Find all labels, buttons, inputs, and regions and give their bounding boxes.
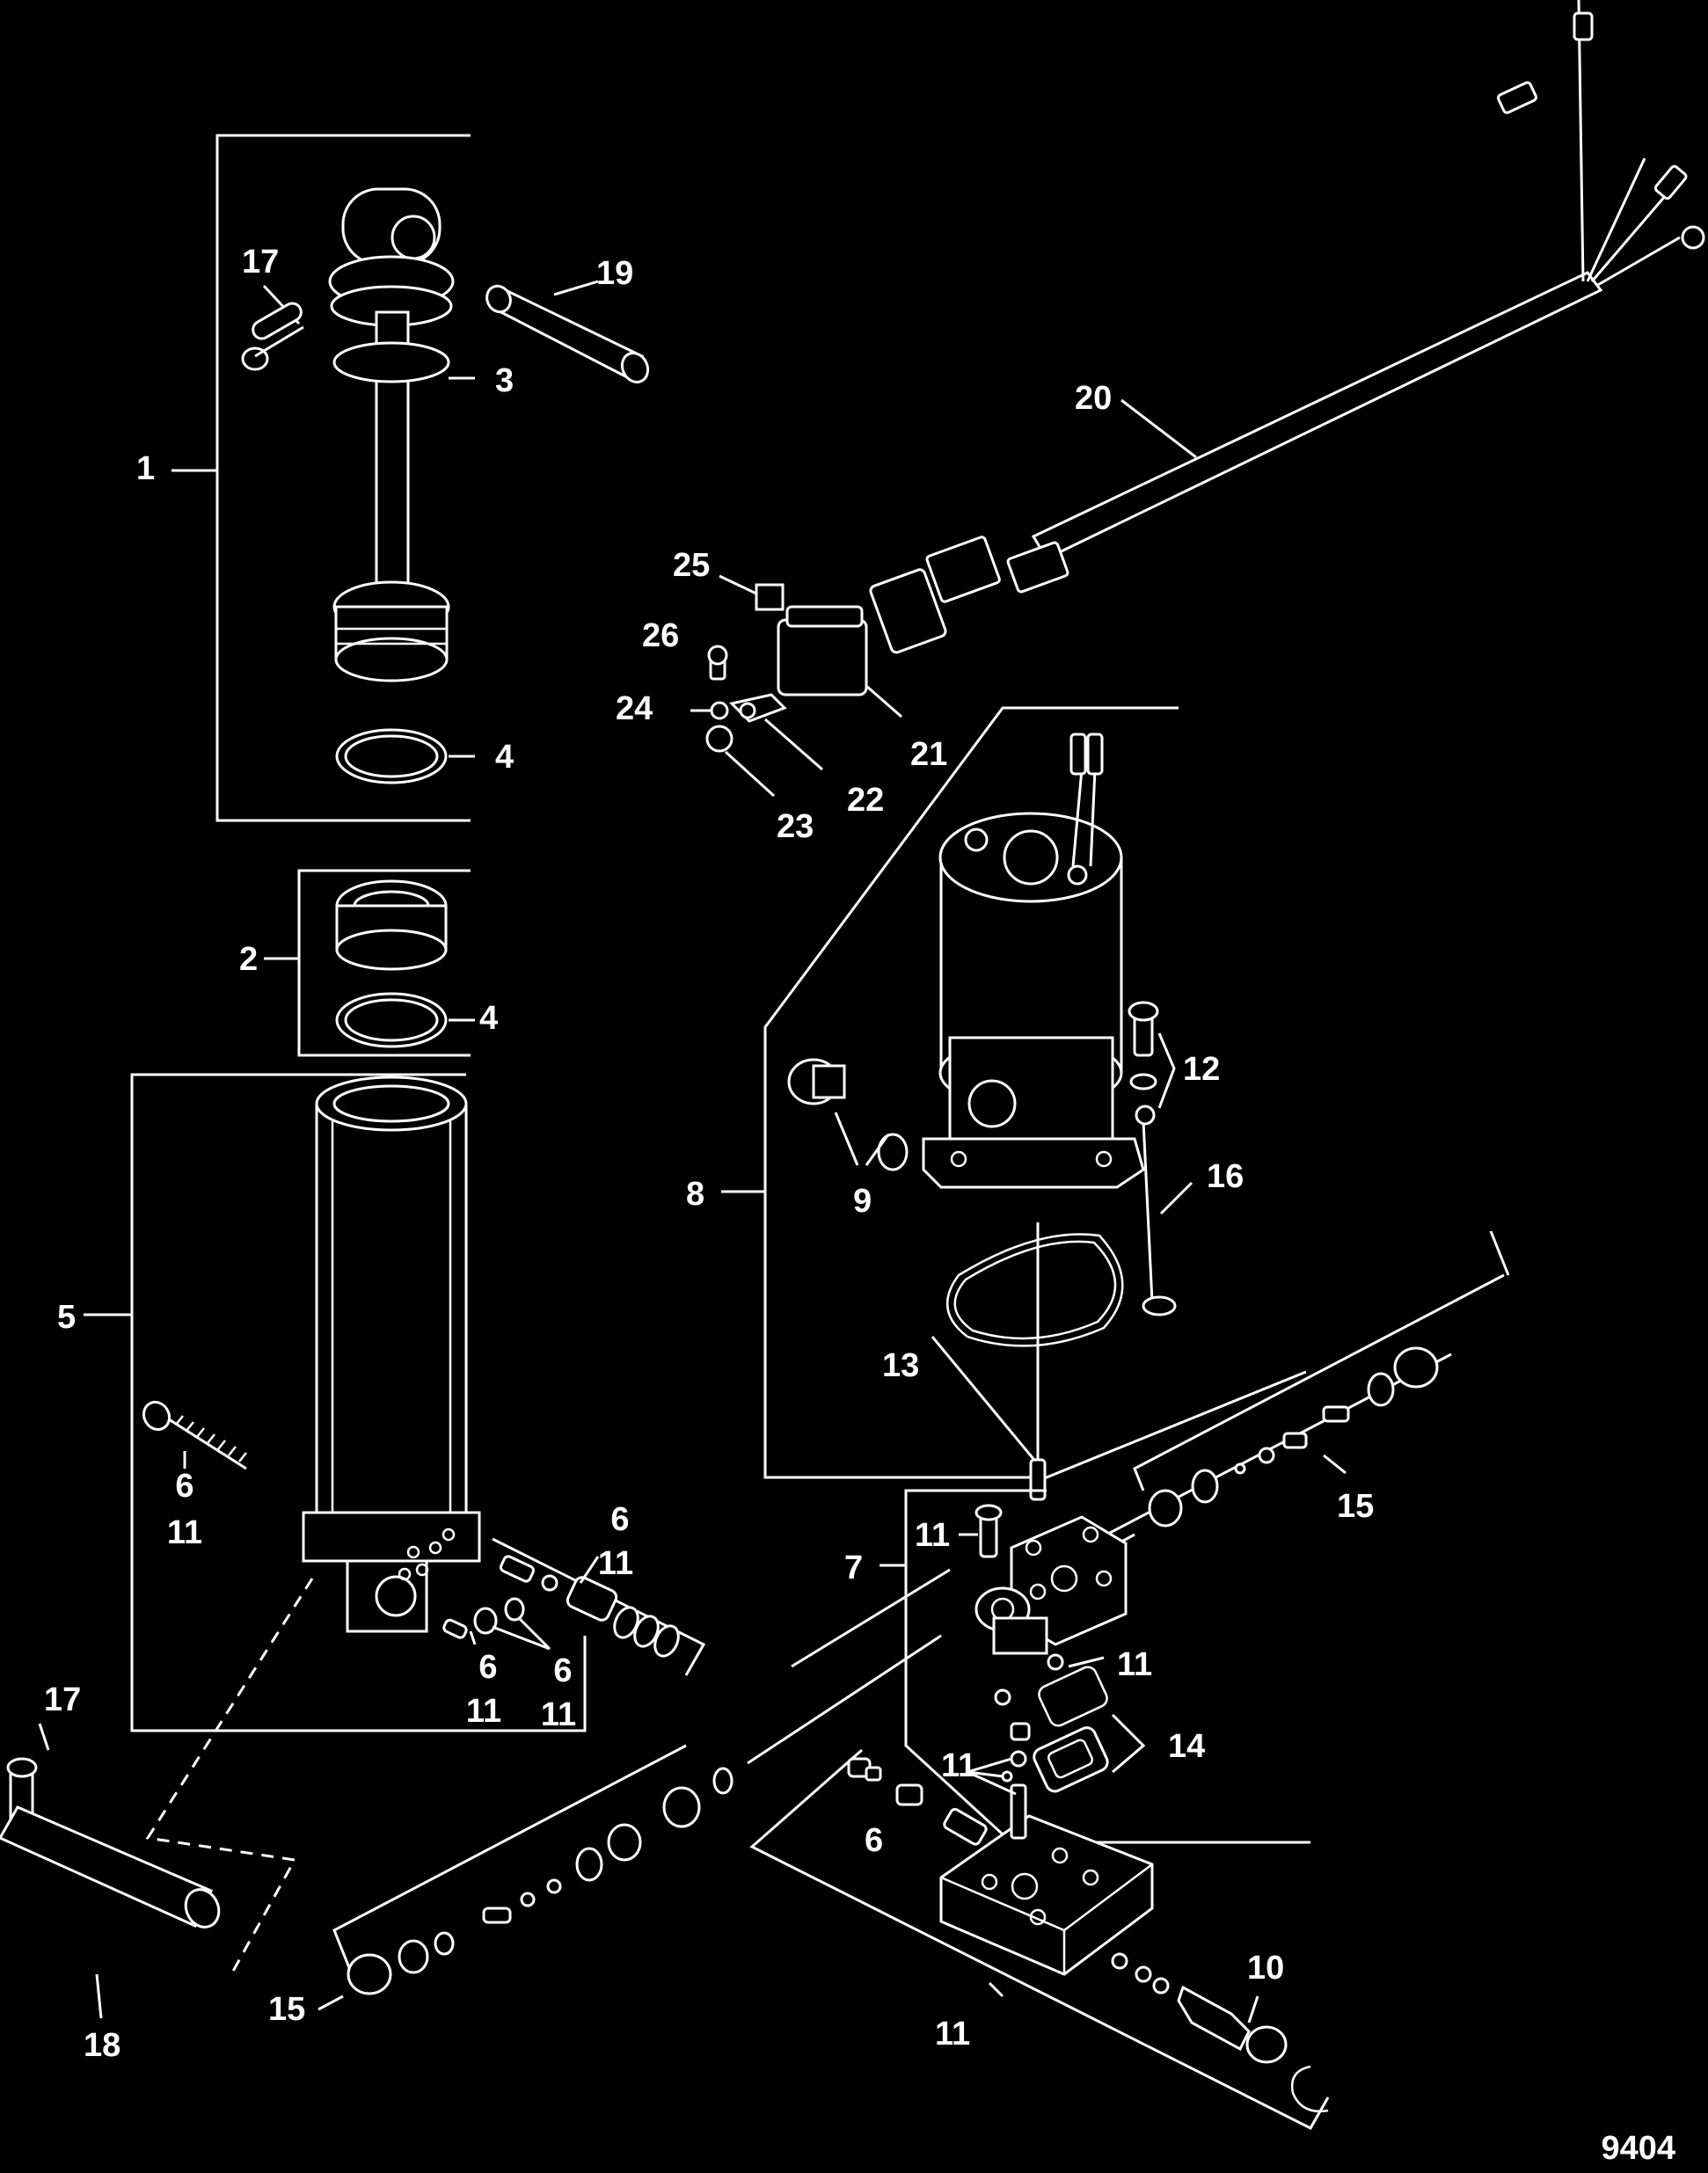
callout-6d-bot: 11 (541, 1696, 576, 1733)
callout-19: 19 (596, 255, 633, 292)
callout-6b-bot: 11 (598, 1545, 633, 1582)
callout-7: 7 (844, 1550, 863, 1586)
callout-12: 12 (1183, 1051, 1220, 1088)
callout-24: 24 (616, 690, 653, 727)
callout-17b: 17 (44, 1681, 81, 1718)
manifold-assembly (880, 1489, 1310, 1844)
callout-26: 26 (642, 617, 679, 654)
pin-17 (241, 284, 304, 371)
callout-18: 18 (84, 2027, 120, 2064)
callout-6d-top: 6 (553, 1652, 572, 1689)
callout-6b-top: 6 (610, 1501, 629, 1538)
callout-25: 25 (673, 547, 710, 584)
callout-6a-bot: 11 (167, 1514, 202, 1551)
callout-6a-top: 6 (175, 1468, 193, 1505)
cylinder-assembly (84, 1073, 706, 1732)
callout-16: 16 (1207, 1158, 1244, 1195)
callout-1: 1 (136, 450, 155, 487)
callout-11d: 11 (935, 2016, 970, 2053)
valve-string-15-upper (1072, 1230, 1510, 1563)
callout-11b: 11 (1117, 1646, 1152, 1683)
callout-11a: 11 (915, 1517, 950, 1554)
valve-plate-assembly (749, 1666, 1330, 2130)
callout-15a: 15 (268, 1991, 305, 2028)
screw-6 (142, 1400, 247, 1470)
callout-14: 14 (1168, 1728, 1205, 1765)
callout-17a: 17 (242, 244, 279, 281)
valve-string-15-lower (318, 1568, 951, 2011)
relay-assembly (690, 574, 902, 798)
callout-15b: 15 (1337, 1488, 1374, 1525)
callout-13: 13 (882, 1347, 919, 1384)
wiring-harness (869, 0, 1705, 654)
callout-6e: 6 (865, 1822, 883, 1859)
callout-6c-bot: 11 (466, 1693, 501, 1730)
callout-labels: 17 19 3 1 4 2 4 5 6 11 6 11 6 11 6 11 17… (44, 244, 1675, 2167)
callout-4b: 4 (479, 1000, 498, 1037)
callout-8: 8 (686, 1176, 704, 1213)
trim-ram-assembly (172, 134, 650, 822)
piston-assembly (264, 869, 475, 1057)
callout-6c-top: 6 (478, 1649, 497, 1686)
callout-4a: 4 (495, 739, 514, 776)
callout-2: 2 (239, 941, 258, 978)
callout-21: 21 (910, 736, 947, 773)
pin-19 (485, 280, 650, 384)
callout-5: 5 (57, 1299, 76, 1336)
dashed-leader (145, 1578, 314, 1975)
figure-number: 9404 (1601, 2130, 1675, 2167)
callout-11c: 11 (941, 1747, 976, 1784)
callout-23: 23 (777, 808, 814, 845)
pin-18 (0, 1805, 221, 2019)
callout-22: 22 (847, 782, 884, 819)
callout-10: 10 (1247, 1950, 1284, 1987)
pump-motor-assembly (721, 706, 1307, 1501)
callout-20: 20 (1075, 380, 1112, 417)
callout-9: 9 (853, 1183, 872, 1220)
callout-3: 3 (495, 362, 514, 399)
